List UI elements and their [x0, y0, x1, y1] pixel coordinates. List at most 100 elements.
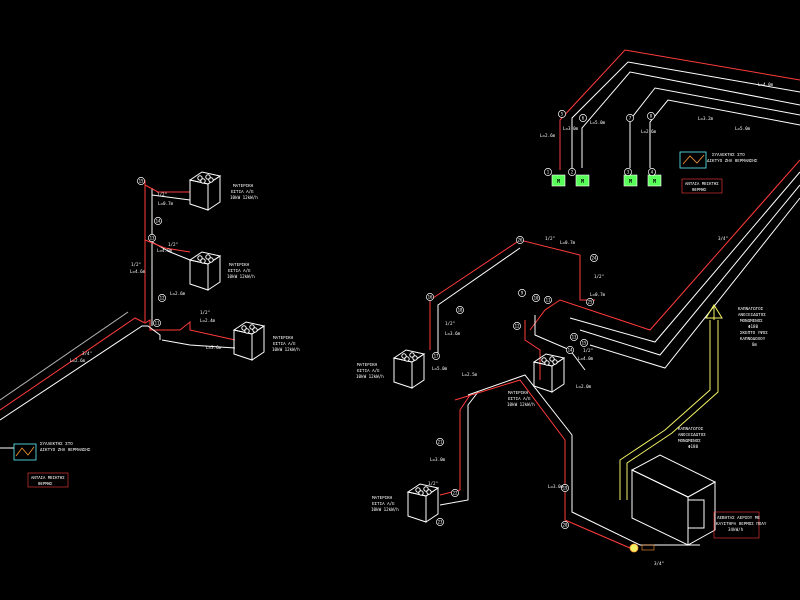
- flue-label-4: Φ180: [688, 444, 699, 449]
- right-tank-bottom: [406, 483, 440, 523]
- left-tank-top: [188, 171, 222, 211]
- right-node-circle-14: [580, 339, 588, 347]
- right-control-box: [679, 151, 707, 169]
- right-node-circle-4: [558, 110, 566, 118]
- left-tank-low: [232, 321, 266, 361]
- left-tank-top-label-2: ΕΣΤΙΑ Α/Ε: [231, 189, 254, 194]
- right-node-circle-2: [624, 168, 632, 176]
- riser-label-5: ΣΚΕΠΤΟ ΥΨΟΣ: [740, 330, 768, 335]
- left-len-4: L=2.4m: [200, 318, 216, 323]
- left-node-circle-1: [154, 217, 162, 225]
- right-tank-left-label-2: ΕΣΤΙΑ Α/Ε: [357, 368, 380, 373]
- right-branch-low-red: [439, 394, 471, 496]
- right-tank-left: [392, 349, 426, 389]
- right-tank-mid-label-3: 10kW 12kW/h: [507, 402, 535, 407]
- right-node-circle-8: [518, 289, 526, 297]
- left-size-3: 1/2": [131, 262, 141, 267]
- left-branch-low: [179, 320, 236, 341]
- right-node-number-12: 13: [572, 335, 577, 340]
- right-node-circle-19: [561, 521, 569, 529]
- right-node-number-8: 9: [521, 291, 524, 296]
- label-boxes: [27, 178, 760, 539]
- right-main-white-2: [579, 184, 800, 356]
- left-tank-mid-label-2: ΕΣΤΙΑ Α/Ε: [228, 268, 251, 273]
- right-size-2: 1/2": [594, 274, 604, 279]
- right-node-number-19: 20: [563, 523, 568, 528]
- right-len-13: L=2.0m: [576, 384, 592, 389]
- left-node-number-4: 11: [155, 321, 160, 326]
- left-node-circle-0: [137, 177, 145, 185]
- right-size-4: 3/4": [718, 236, 728, 241]
- right-node-number-21: 22: [453, 491, 458, 496]
- right-node-number-9: 10: [534, 296, 539, 301]
- right-node-circle-22: [436, 518, 444, 526]
- left-tank-low-label-3: 10kW 12kW/h: [272, 347, 300, 352]
- right-node-circle-10: [544, 296, 552, 304]
- right-node-circle-12: [570, 333, 578, 341]
- text-labels: ΜΑΤΕΡΙΚΗ ΕΣΤΙΑ Α/Ε 10kW 12kW/h ΜΑΤΕΡΙΚΗ …: [31, 82, 774, 566]
- left-size-4: 1/2": [200, 310, 210, 315]
- right-node-circle-18: [561, 484, 569, 492]
- right-branch-upper-white: [437, 247, 521, 355]
- riser-label-3: ΜΟΝΩΜΕΝΟΣ: [740, 318, 763, 323]
- left-system-label-2: ΔΙΚΤΥΟ ΖΗΛ ΘΕΡΜΑΝΣΗΣ: [40, 447, 91, 452]
- right-size-7: 3/4": [654, 561, 664, 566]
- right-node-circle-24: [586, 298, 594, 306]
- right-flue-inner: [626, 320, 719, 500]
- left-control-wave: [15, 446, 35, 457]
- left-pipe-return: [0, 325, 161, 421]
- left-pipe-supply: [0, 317, 180, 411]
- left-node-circle-2: [148, 234, 156, 242]
- right-len-16: L=4.0m: [578, 356, 594, 361]
- right-len-9: L=0.7m: [590, 292, 606, 297]
- right-node-number-10: 11: [546, 298, 551, 303]
- right-node-number-1: 2: [571, 170, 574, 175]
- m-label-3: M: [629, 179, 632, 185]
- right-control-wave: [682, 154, 705, 165]
- right-main-white-1: [569, 171, 800, 343]
- left-node-circle-4: [153, 319, 161, 327]
- right-len-6: L=2.6m: [540, 133, 556, 138]
- right-node-number-23: 24: [592, 256, 597, 261]
- left-branch-top: [144, 184, 190, 193]
- right-node-number-18: 19: [563, 486, 568, 491]
- right-node-number-16: 17: [434, 354, 439, 359]
- left-size-1: 1/2": [157, 192, 167, 197]
- riser-label-6: ΚΑΠΝΟΔΟΧΟΥ: [740, 336, 766, 341]
- right-len-8: L=0.7m: [560, 240, 576, 245]
- right-top-loop-white-3: [629, 87, 800, 168]
- riser-label-1: ΚΑΠΝΑΓΩΓΟΣ: [738, 306, 764, 311]
- right-node-circle-7: [647, 112, 655, 120]
- left-tank-mid: [188, 251, 222, 291]
- left-tank-top-label-1: ΜΑΤΕΡΙΚΗ: [233, 183, 254, 188]
- flue-label-3: ΜΟΝΩΜΕΝΟΣ: [678, 438, 701, 443]
- boiler-label-1: ΛΕΒΗΤΑΣ ΑΕΡΙΟΥ ΜΕ: [717, 515, 760, 520]
- left-len-6: L=2.6m: [170, 291, 186, 296]
- left-len-7: L=2.6m: [70, 358, 86, 363]
- right-branch-mid-white: [534, 315, 586, 371]
- right-len-2: L=3.2m: [698, 116, 714, 121]
- left-len-3: L=4.6m: [130, 269, 146, 274]
- right-node-number-6: 7: [629, 116, 632, 121]
- left-system-label-1: ΣΥΛΛΕΚΤΗΣ ΣΤΟ: [40, 441, 73, 446]
- right-node-circle-17: [456, 306, 464, 314]
- left-tank-mid-label-3: 10kW 12kW/h: [227, 274, 255, 279]
- left-pipe-network: [0, 180, 236, 449]
- boiler-label-2: ΚΑΥΣΤΗΡΑ ΘΕΡΜΟΣ ΠΟΛΥ: [716, 521, 767, 526]
- m-label-1: M: [557, 179, 560, 185]
- left-tank-low-label-1: ΜΑΤΕΡΙΚΗ: [273, 335, 294, 340]
- right-node-number-20: 21: [438, 440, 443, 445]
- right-len-14: L=3.0m: [430, 457, 446, 462]
- right-flue-main: [619, 320, 711, 500]
- right-tank-mid-label-1: ΜΑΤΕΡΙΚΗ: [508, 390, 529, 395]
- right-tank-bottom-label-3: 10kW 12kW/h: [371, 507, 399, 512]
- right-tank-left-label-3: 10kW 12kW/h: [356, 374, 384, 379]
- right-len-1: L=4.0m: [758, 82, 774, 87]
- right-size-6: 1/2": [428, 481, 438, 486]
- boiler-label-3: 34kW/h: [728, 527, 744, 532]
- right-branch-low-loop-ret: [467, 374, 700, 546]
- right-node-number-7: 8: [650, 114, 653, 119]
- circulator-pump: [629, 543, 655, 553]
- left-branch-low-ret: [161, 339, 236, 349]
